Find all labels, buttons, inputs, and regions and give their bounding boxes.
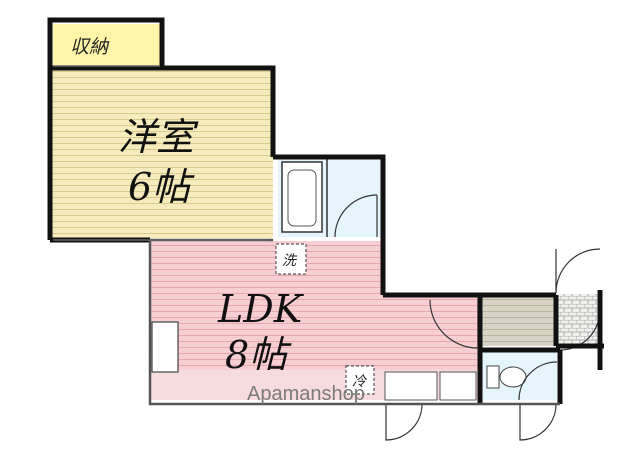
watermark: Apamanshop <box>247 383 365 405</box>
fridge-label: 冷 <box>352 374 368 390</box>
western-room-name: 洋室 <box>118 115 199 159</box>
toilet-icon <box>486 365 500 389</box>
washer-space <box>275 243 307 275</box>
ldk-door-swing <box>429 299 479 349</box>
ldk-room <box>150 241 478 372</box>
toilet-door-swing <box>518 361 558 401</box>
washer-label: 洗 <box>282 253 298 269</box>
ldk-name: LDK <box>217 287 305 331</box>
storage-label: 収納 <box>70 36 110 58</box>
fridge-space <box>345 365 375 395</box>
ldk-size: 8帖 <box>225 333 292 377</box>
shoe-area <box>554 294 602 344</box>
balcony-door-swing-1 <box>385 402 423 441</box>
western-room-size: 6帖 <box>128 165 195 209</box>
entrance <box>481 296 554 346</box>
bath-door-swing <box>334 194 378 238</box>
western-room <box>50 68 273 238</box>
balcony-door-swing-2 <box>519 402 557 441</box>
side-cabinet <box>151 321 179 373</box>
storage-closet <box>53 24 161 66</box>
entrance-door-swing <box>555 248 601 294</box>
